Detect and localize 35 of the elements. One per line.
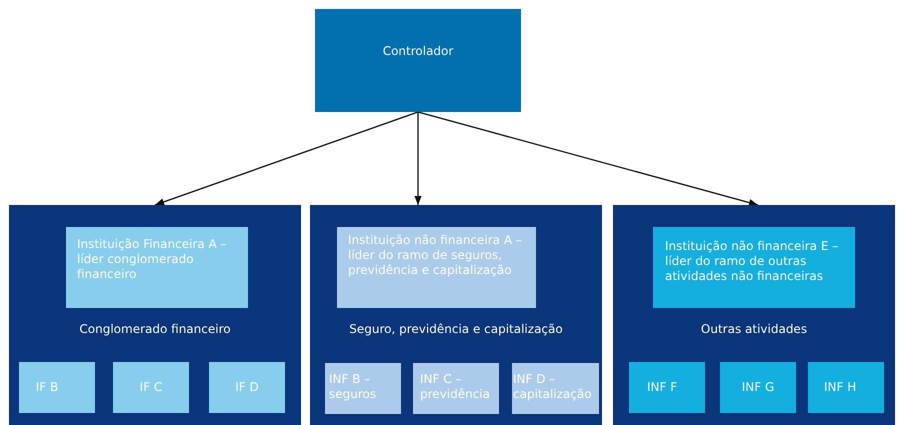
- group-panel: [613, 205, 895, 425]
- arrow: [154, 111, 418, 206]
- box-label: INF B – seguros: [329, 372, 378, 402]
- entity-box: [209, 362, 285, 413]
- group-label: Conglomerado financeiro: [78, 322, 232, 337]
- leader-box: [337, 227, 536, 308]
- box-label: INF G: [740, 380, 776, 395]
- box-label: Instituição não financeira E – líder do ramo de outras atividades não financeiras: [665, 239, 840, 284]
- group-label: Outras atividades: [700, 322, 808, 337]
- box-label: INF F: [647, 380, 678, 395]
- box-label: INF D – capitalização: [513, 372, 593, 402]
- entity-box: [325, 363, 401, 414]
- entity-box: [113, 362, 189, 413]
- controller-box: [315, 9, 521, 112]
- entity-box: [629, 362, 705, 413]
- entity-box: [512, 363, 599, 414]
- box-label: IF C: [138, 380, 164, 395]
- entity-box: [808, 362, 884, 413]
- group-label: Seguro, previdência e capitalização: [348, 322, 564, 337]
- box-label: Instituição não financeira A – líder do ramo de seguros, previdência e capitalização: [348, 233, 523, 278]
- box-label: IF B: [34, 380, 60, 395]
- box-label: IF D: [234, 380, 260, 395]
- box-label: Controlador: [382, 44, 454, 59]
- box-label: INF H: [824, 380, 858, 395]
- entity-box: [720, 362, 796, 413]
- arrow: [418, 111, 758, 206]
- leader-box: [66, 227, 248, 308]
- box-label: Instituição Financeira A – líder conglomerado financeiro: [77, 237, 228, 282]
- entity-box: [413, 363, 499, 414]
- box-label: INF C – previdência: [420, 372, 491, 402]
- leader-box: [653, 227, 855, 308]
- group-panel: [9, 205, 301, 425]
- group-panel: [310, 205, 602, 425]
- arrow: [414, 112, 422, 205]
- entity-box: [19, 362, 95, 413]
